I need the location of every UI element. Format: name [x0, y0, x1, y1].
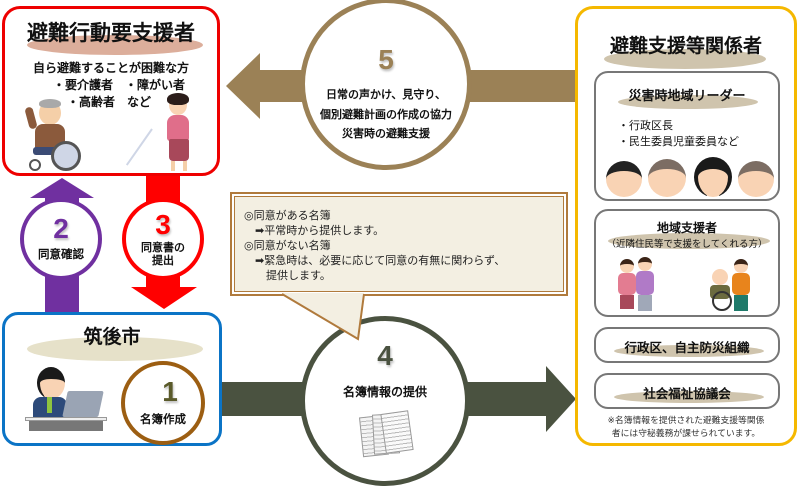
chikugo-city-box: 筑後市 1 名簿作成 [2, 312, 222, 446]
step2-circle: 2 同意確認 [20, 198, 102, 280]
group-disaster-leaders: 災害時地域リーダー ・行政区長 ・民生委員児童委員など [594, 71, 780, 201]
callout-line5: 提供します。 [244, 269, 331, 282]
step1-label: 名簿作成 [140, 412, 186, 427]
step4-circle: 4 名簿情報の提供 [300, 316, 470, 486]
visually-impaired-woman-illustration [125, 93, 205, 175]
step2-label: 同意確認 [38, 247, 84, 262]
step5-number: 5 [378, 43, 394, 75]
group-title-highlight [614, 391, 764, 403]
group2-subtitle: （近隣住民等で支援をしてくれる方） [606, 239, 768, 250]
group1-item1: ・行政区長 [618, 119, 673, 132]
step1-circle: 1 名簿作成 [121, 361, 205, 445]
vulnerable-description: 自ら避難することが困難な方 [32, 61, 189, 75]
step5-line1: 日常の声かけ、見守り、 [325, 87, 446, 101]
step5-line3: 災害時の避難支援 [342, 127, 430, 141]
step4-arrow-head [546, 366, 576, 432]
group4-title: 社会福祉協議会 [643, 386, 731, 401]
callout-line2: ➡平常時から提供します。 [244, 224, 385, 237]
group-social-welfare-council: 社会福祉協議会 [594, 373, 780, 409]
step4-label: 名簿情報の提供 [342, 384, 427, 399]
city-staff-illustration [25, 363, 109, 435]
title-highlight [604, 49, 766, 69]
group-title-highlight [614, 345, 764, 357]
callout-line1: ◎同意がある名簿 [244, 209, 331, 222]
callout-tail [281, 293, 365, 341]
group-local-supporters: 地域支援者 （近隣住民等で支援をしてくれる方） [594, 209, 780, 317]
step5-line2: 個別避難計画の作成の協力 [320, 107, 452, 121]
vulnerable-persons-box: 避難行動要支援者 自ら避難することが困難な方 ・要介護者 ・障がい者 ・高齢者 … [2, 6, 220, 176]
title-highlight [27, 337, 203, 361]
step3-label-line1: 同意書の [141, 240, 185, 254]
group-title-highlight [618, 95, 758, 109]
group1-title: 災害時地域リーダー [628, 89, 746, 104]
group2-title: 地域支援者 [656, 221, 717, 235]
vulnerable-categories-2: ・高齢者 など [66, 95, 151, 109]
callout-line4: ➡緊急時は、必要に応じて同意の有無に関わらず、 [244, 254, 506, 267]
community-leaders-illustration [602, 155, 778, 199]
elderly-wheelchair-illustration [24, 97, 85, 172]
group3-title: 行政区、自主防災組織 [624, 340, 750, 355]
group-title-highlight [608, 233, 770, 249]
callout-line3: ◎同意がない名簿 [244, 239, 331, 252]
step4-number: 4 [377, 339, 393, 371]
consent-info-callout: ◎同意がある名簿 ➡平常時から提供します。 ◎同意がない名簿 ➡緊急時は、必要に… [230, 192, 568, 296]
group-district-disaster-org: 行政区、自主防災組織 [594, 327, 780, 363]
title-highlight [27, 35, 203, 55]
step2-arrow-head [30, 178, 94, 198]
vulnerable-title: 避難行動要支援者 [27, 21, 195, 45]
city-title: 筑後市 [83, 326, 141, 348]
group1-item2: ・民生委員児童委員など [618, 135, 739, 148]
step5-circle: 5 日常の声かけ、見守り、 個別避難計画の作成の協力 災害時の避難支援 [300, 0, 472, 170]
supporters-title: 避難支援等関係者 [609, 35, 762, 57]
step3-circle: 3 同意書の 提出 [122, 198, 204, 280]
step3-number: 3 [155, 208, 171, 240]
step2-number: 2 [53, 213, 69, 245]
confidentiality-note-line2: 者には守秘義務が課せられています。 [611, 429, 761, 439]
step5-arrow-head [226, 53, 260, 119]
step1-number: 1 [162, 376, 178, 408]
step3-arrow-head [131, 287, 197, 309]
local-supporters-illustration [616, 257, 766, 313]
document-list-icon [357, 410, 414, 460]
evacuation-supporters-box: 避難支援等関係者 災害時地域リーダー ・行政区長 ・民生委員児童委員など 地域支… [575, 6, 797, 446]
confidentiality-note-line1: ※名簿情報を提供された避難支援等関係 [607, 416, 765, 426]
step3-label-line2: 提出 [152, 254, 174, 267]
vulnerable-categories-1: ・要介護者 ・障がい者 [52, 78, 185, 92]
